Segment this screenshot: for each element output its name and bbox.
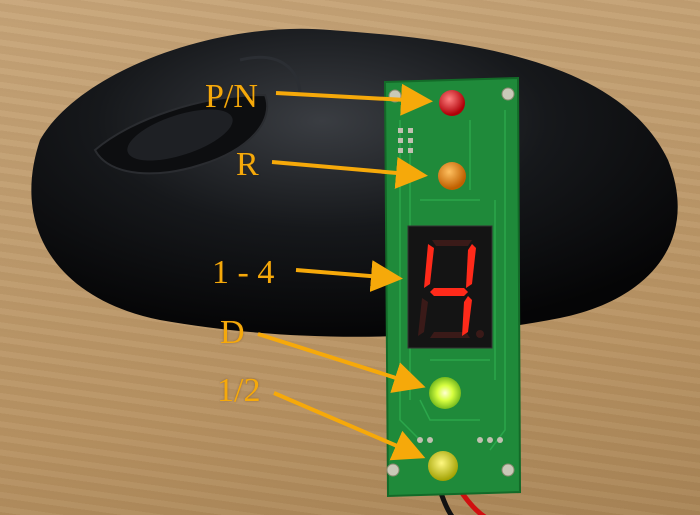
annotation-arrows [257, 83, 433, 461]
computer-mouse [31, 28, 678, 337]
label-r: R [236, 146, 259, 183]
display-digit [410, 228, 490, 346]
digit-segments [418, 240, 484, 338]
arrow-pn [275, 83, 433, 116]
label-d: D [220, 314, 245, 351]
led-orange [438, 162, 466, 190]
label-pn: P/N [205, 78, 258, 115]
arrow-gear [295, 260, 403, 293]
label-gear-range: 1 - 4 [212, 254, 275, 291]
arrow-r [271, 156, 428, 189]
arrow-half [273, 391, 426, 461]
led-green [429, 377, 461, 409]
led-yellow [428, 451, 458, 481]
label-half: 1/2 [217, 372, 261, 409]
arrow-d [257, 332, 426, 393]
lit-segments [424, 244, 476, 336]
led-red [439, 90, 465, 116]
